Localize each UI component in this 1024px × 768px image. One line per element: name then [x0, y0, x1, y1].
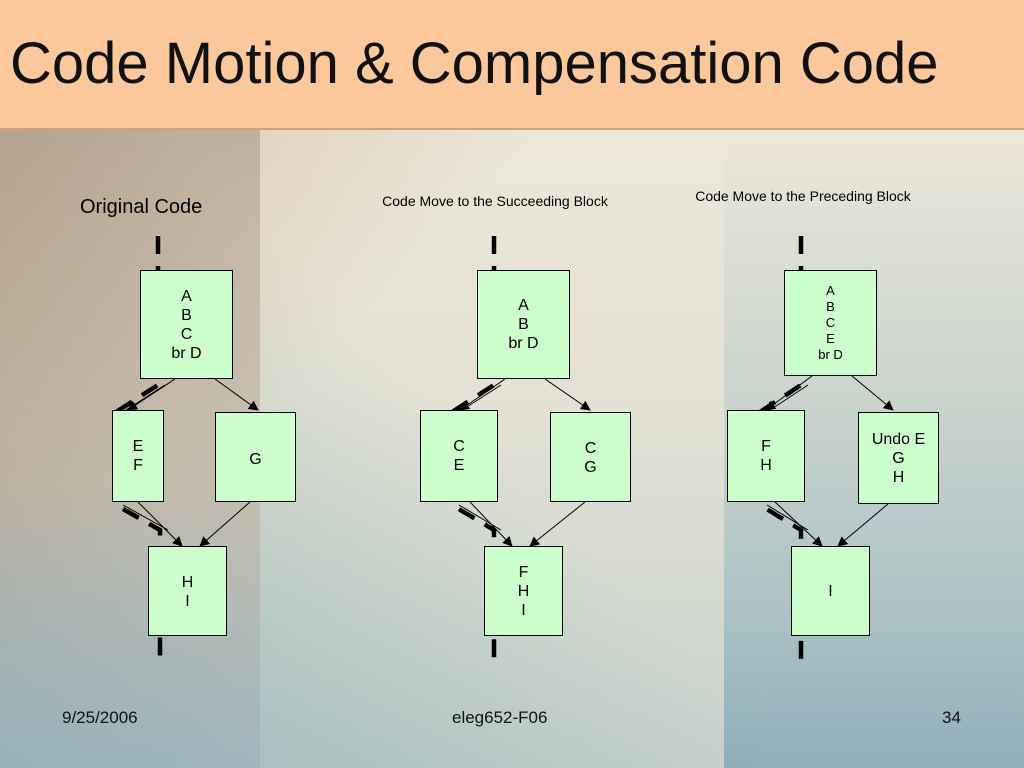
block-original-left: E F — [112, 410, 164, 502]
block-line: C — [453, 438, 465, 455]
block-succeeding-right: C G — [550, 412, 631, 502]
footer-page-number: 34 — [942, 708, 961, 727]
block-succeeding-top: A B br D — [477, 270, 570, 379]
block-line: Undo E — [871, 430, 926, 448]
slide-title: Code Motion & Compensation Code — [10, 31, 939, 96]
execution-path-outline-succeeding — [458, 384, 502, 531]
footer-date: 9/25/2006 — [62, 708, 138, 727]
edge-original-top-right — [214, 378, 259, 411]
block-preceding-bottom: I — [791, 546, 870, 636]
footer-course: eleg652-F06 — [452, 708, 548, 727]
block-line: G — [249, 451, 262, 468]
block-preceding-top: A B C E br D — [784, 270, 877, 376]
block-line: F — [761, 438, 771, 455]
execution-path-outline-preceding — [766, 384, 809, 531]
label-move-succeeding: Code Move to the Succeeding Block — [382, 193, 608, 209]
block-line: F — [518, 563, 529, 581]
block-line: E — [453, 457, 465, 474]
block-line: I — [828, 582, 833, 600]
block-original-right: G — [215, 412, 296, 502]
block-original-bottom: H I — [148, 546, 227, 636]
block-line: E — [132, 438, 144, 455]
block-line: br D — [171, 344, 202, 362]
edge-original-right-bottom — [199, 501, 251, 547]
edge-succeeding-right-bottom — [529, 501, 586, 547]
block-line: A — [826, 283, 835, 298]
block-original-top: A B C br D — [140, 270, 233, 379]
label-original-code: Original Code — [80, 196, 203, 218]
block-line: C — [825, 315, 836, 330]
block-line: H — [517, 582, 530, 600]
block-line: H — [181, 574, 194, 591]
block-line: br D — [818, 347, 843, 362]
execution-path-outline-original — [122, 384, 169, 531]
edge-original-top-left — [127, 378, 176, 411]
block-line: H — [892, 468, 905, 486]
title-bar: Code Motion & Compensation Code — [0, 0, 1024, 130]
edge-succeeding-top-right — [544, 378, 591, 411]
block-line: I — [185, 593, 190, 610]
block-line: H — [760, 457, 772, 474]
block-succeeding-bottom: F H I — [484, 546, 563, 636]
block-line: B — [181, 306, 192, 324]
block-line: G — [892, 449, 905, 467]
block-line: br D — [508, 335, 539, 352]
label-move-preceding: Code Move to the Preceding Block — [695, 188, 911, 204]
edge-preceding-top-right — [851, 375, 894, 411]
edge-preceding-right-bottom — [837, 503, 889, 547]
block-line: C — [180, 325, 193, 343]
block-line: G — [584, 459, 597, 476]
block-line: F — [133, 457, 143, 474]
block-line: E — [826, 331, 835, 346]
block-succeeding-left: C E — [420, 410, 498, 502]
edge-original-left-bottom — [137, 501, 183, 547]
block-preceding-right: Undo E G H — [858, 412, 939, 504]
block-line: I — [521, 601, 526, 619]
block-line: C — [584, 440, 597, 457]
block-line: B — [826, 299, 835, 314]
block-line: B — [518, 316, 529, 333]
block-line: A — [518, 297, 529, 314]
block-line: A — [181, 287, 192, 305]
block-preceding-left: F H — [727, 410, 805, 502]
